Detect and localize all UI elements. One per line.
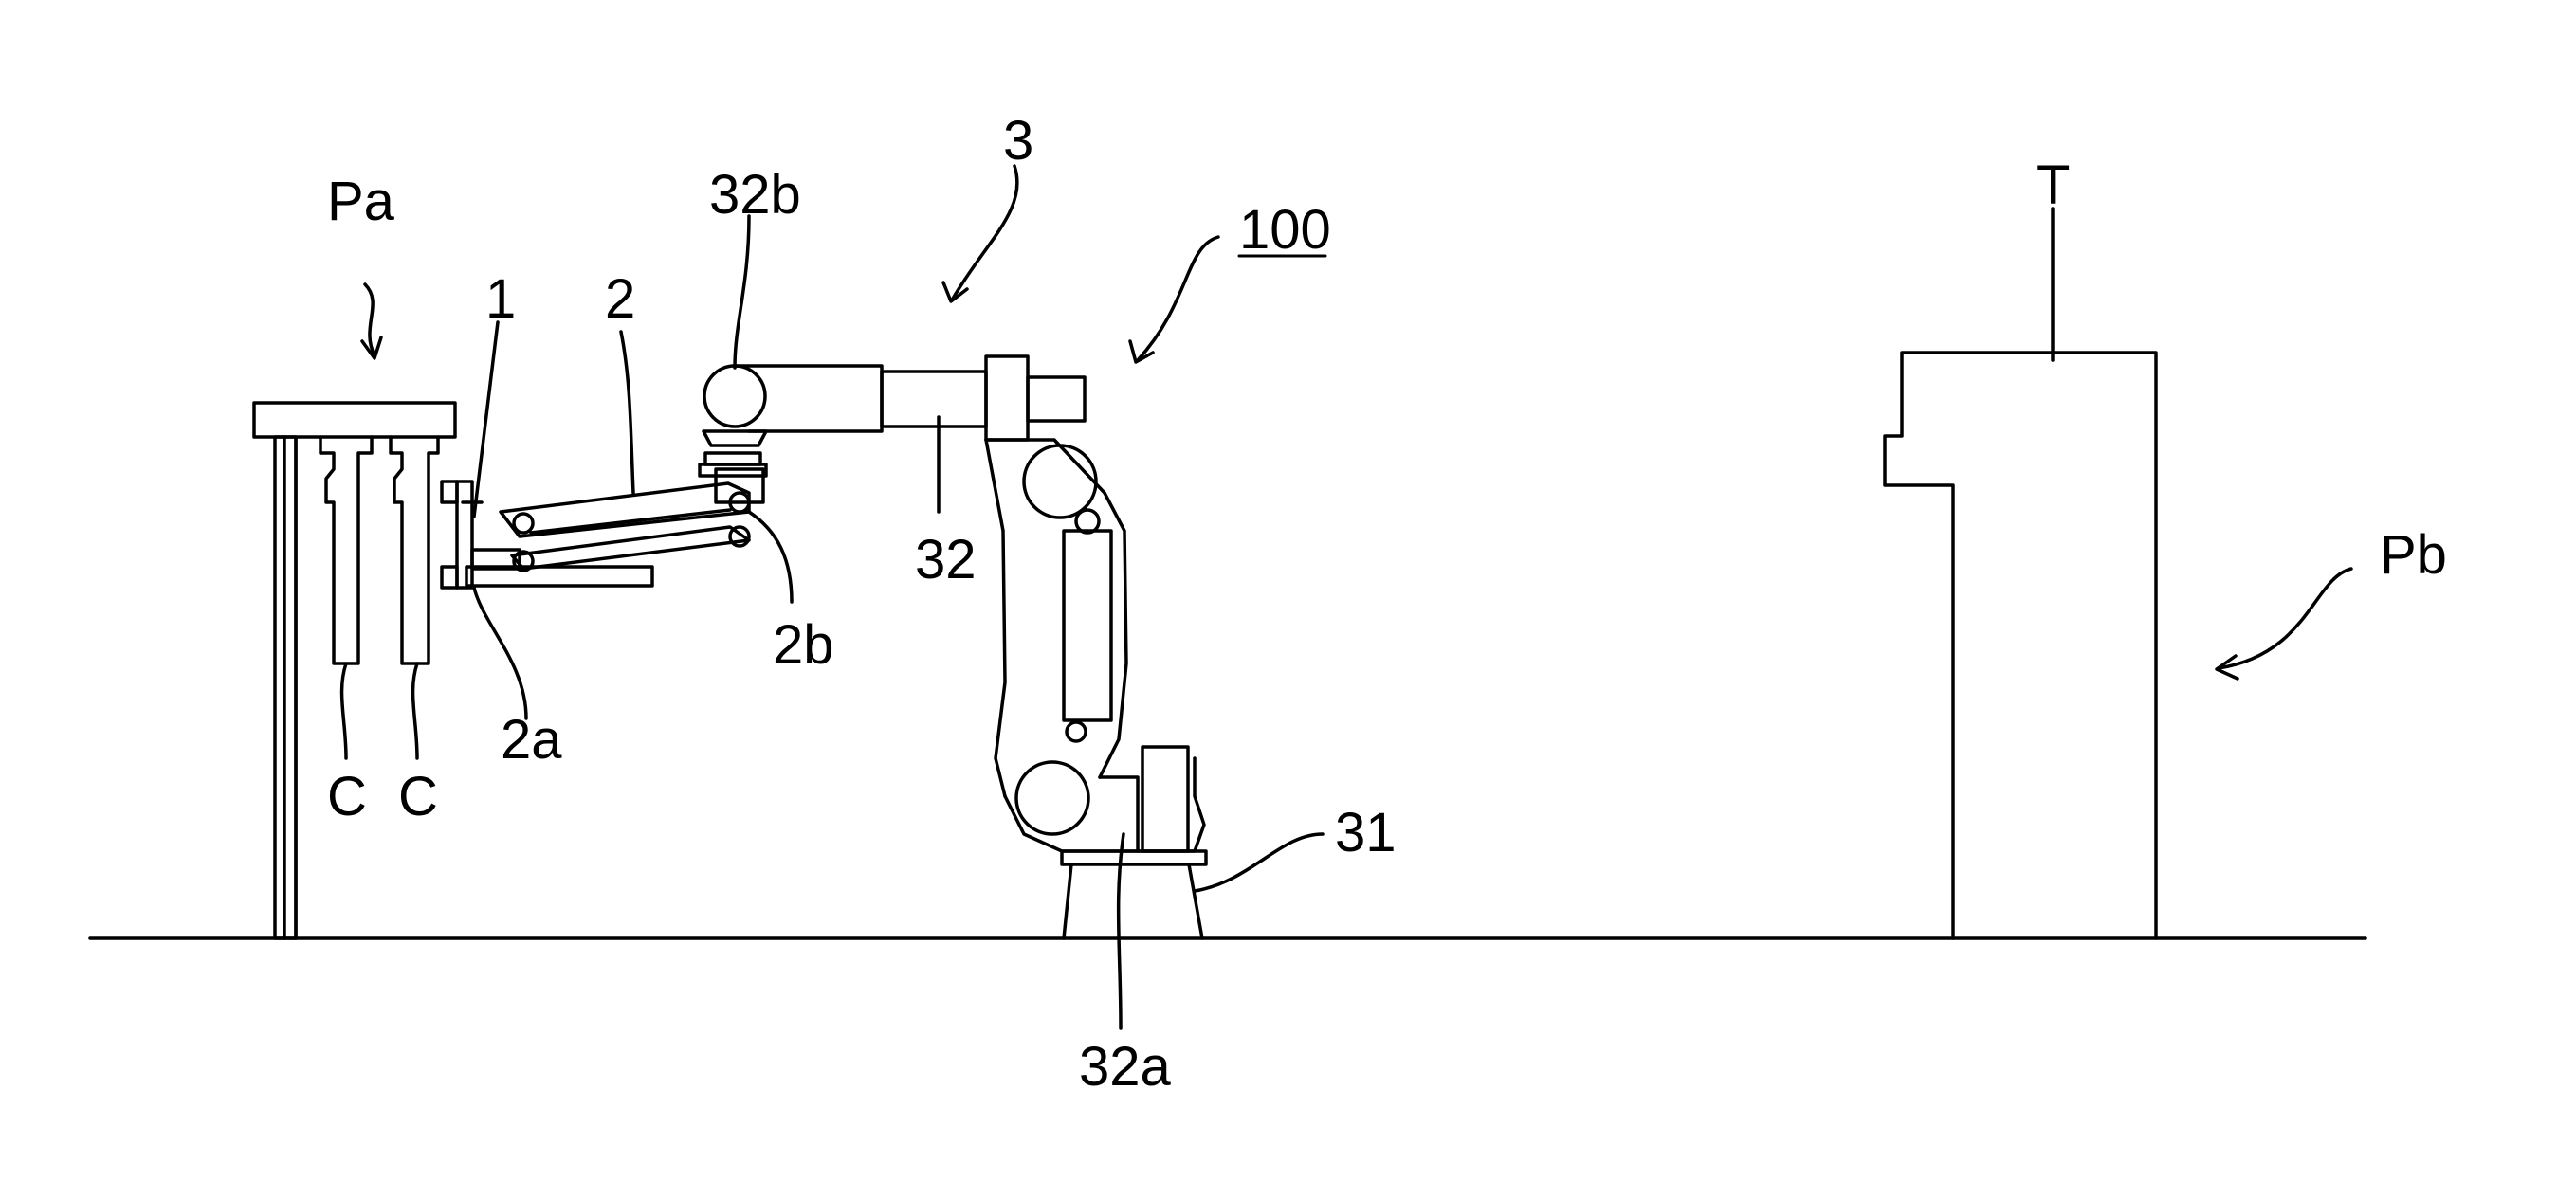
rack-pa (254, 403, 455, 938)
label-c-right: C (398, 766, 438, 827)
label-two: 2 (605, 268, 635, 330)
label-31: 31 (1335, 802, 1397, 863)
label-32: 32 (915, 529, 977, 590)
label-three: 3 (1003, 110, 1033, 172)
label-pb: Pb (2380, 524, 2447, 586)
label-100: 100 (1239, 199, 1331, 261)
label-32a: 32a (1079, 1036, 1172, 1098)
label-2b: 2b (773, 614, 834, 676)
label-32b: 32b (709, 164, 801, 226)
label-t: T (2037, 154, 2070, 216)
label-pa: Pa (327, 171, 395, 232)
leader-lines (342, 166, 2351, 1028)
label-2a: 2a (501, 709, 562, 771)
label-one: 1 (485, 268, 516, 330)
station-t (1885, 353, 2156, 938)
hand-and-link-arm (442, 469, 763, 588)
label-c-left: C (327, 766, 367, 827)
